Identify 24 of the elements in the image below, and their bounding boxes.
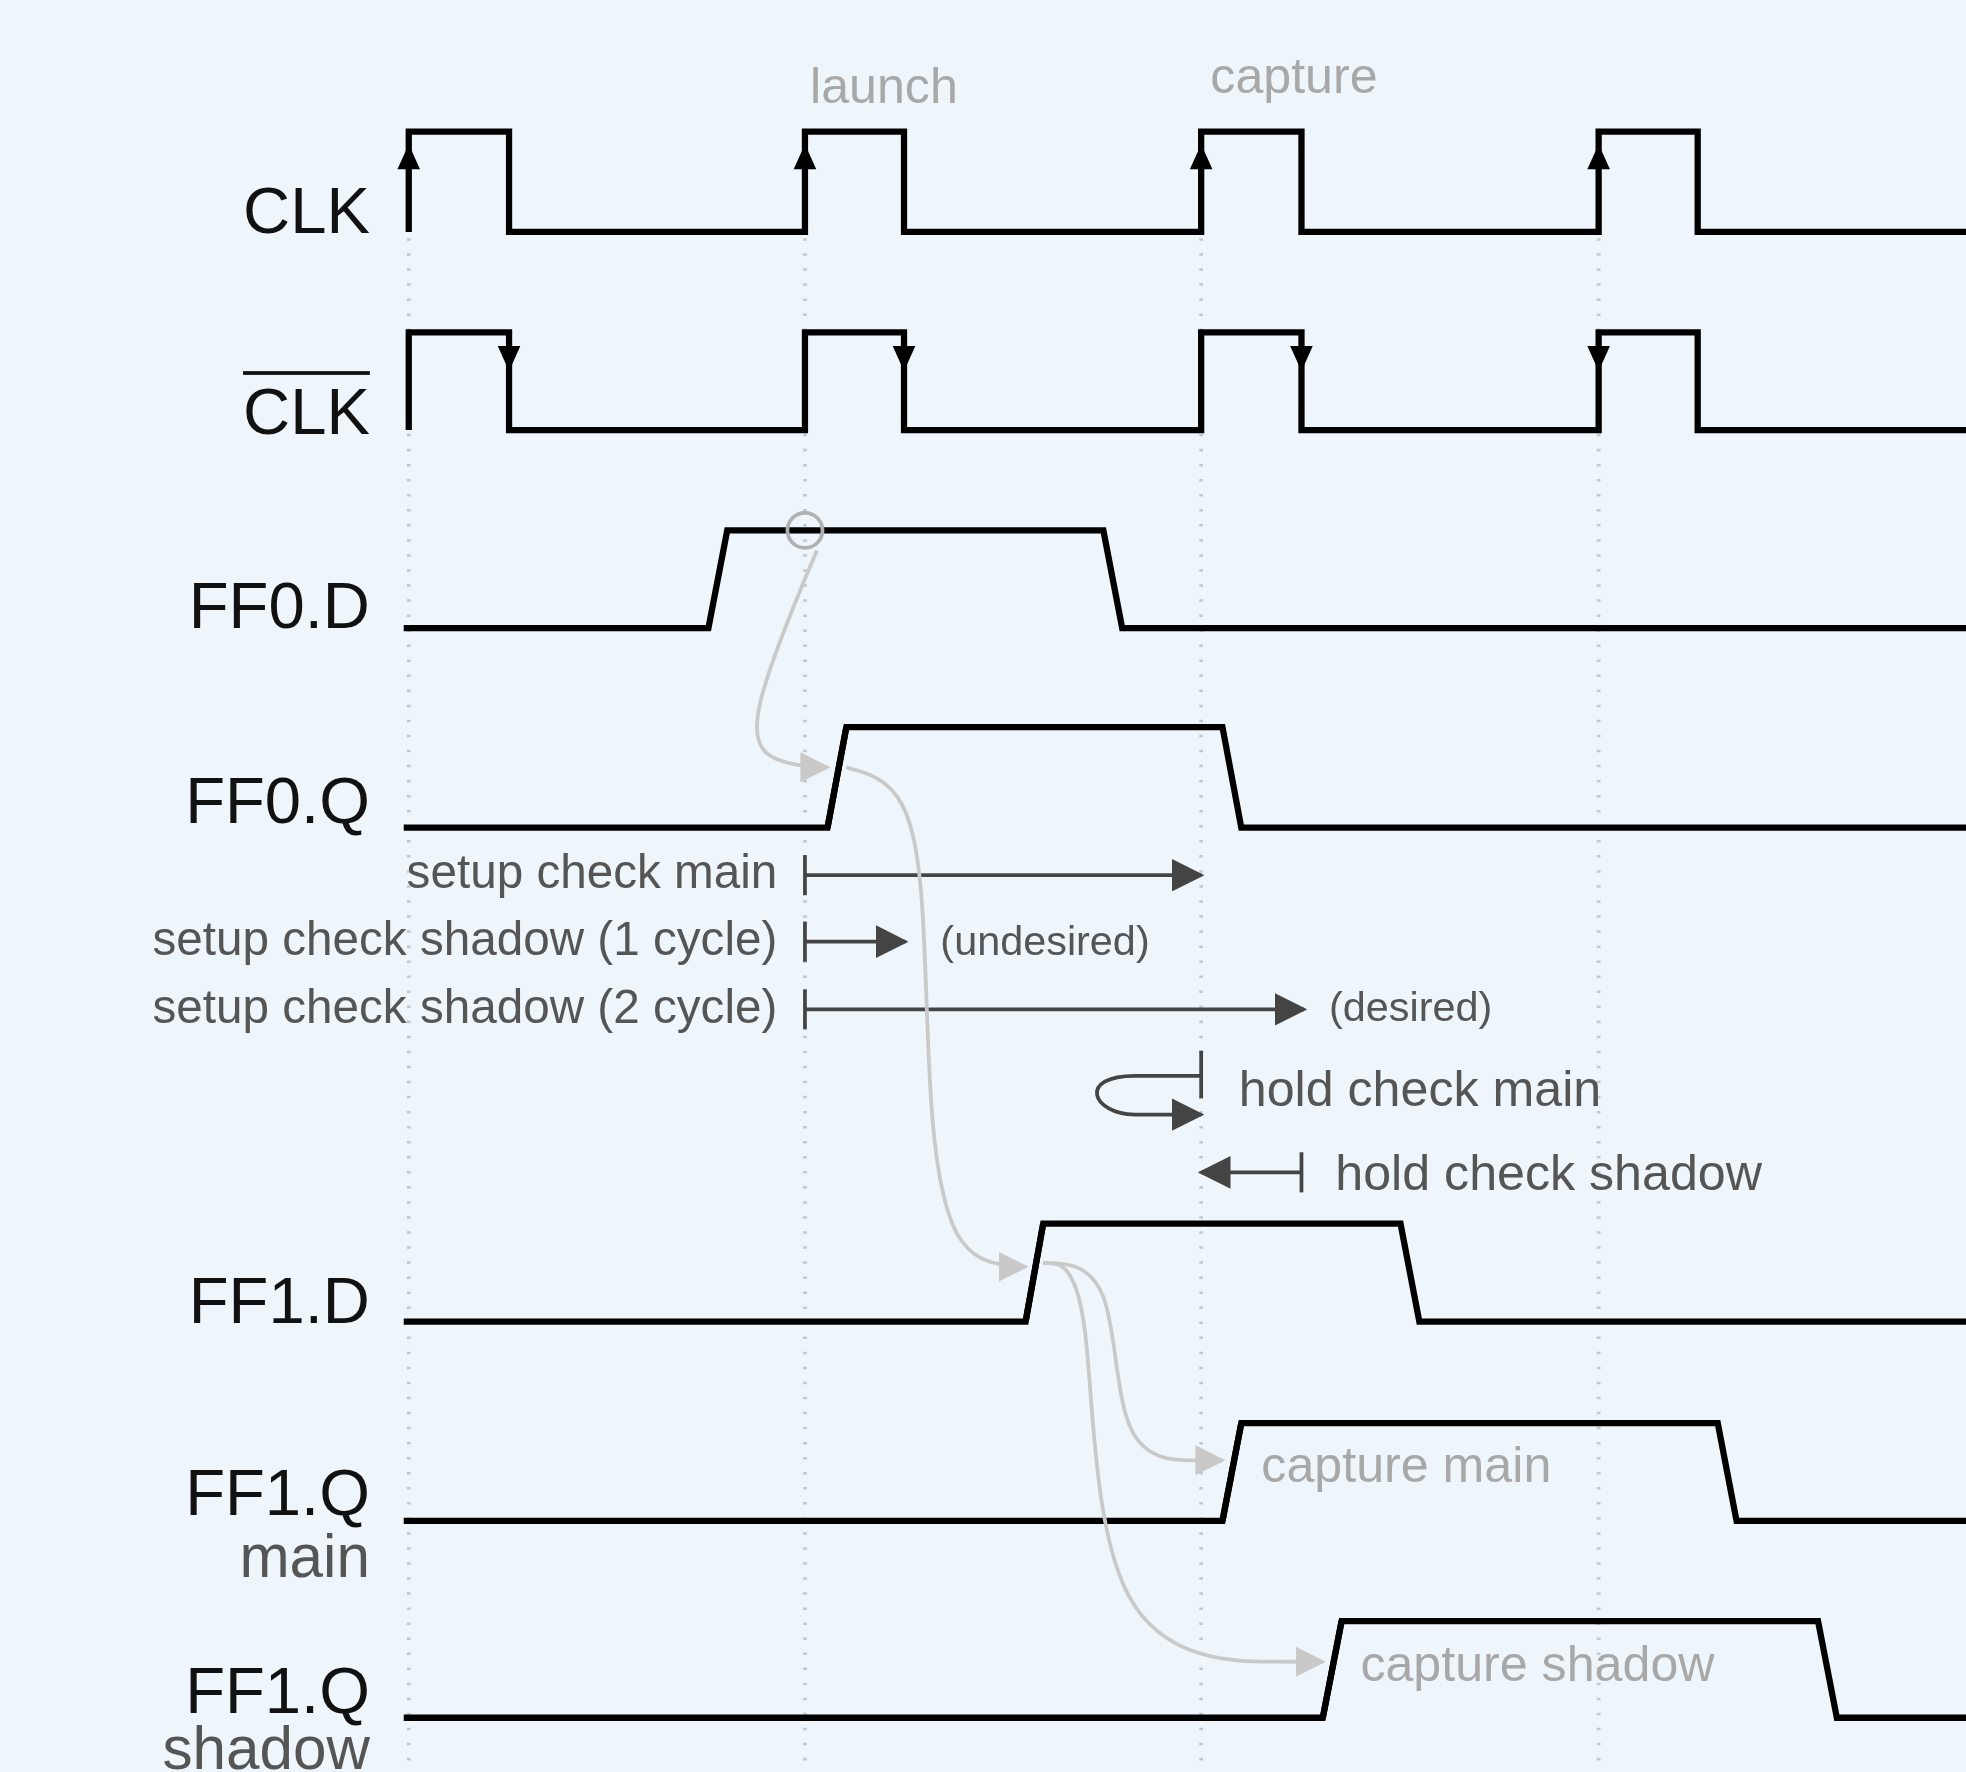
arrow [754, 549, 831, 783]
signal-subtitle: main [239, 1527, 370, 1588]
timing-note: (desired) [1329, 986, 1493, 1028]
signal-name: FF1.D [188, 1267, 370, 1333]
rising-edge [1222, 1423, 1242, 1521]
rising-edge [1025, 1223, 1044, 1322]
clock-edge-label: capture [1210, 50, 1378, 101]
capture-label: capture shadow [1360, 1638, 1715, 1689]
arrow [1043, 1261, 1326, 1677]
signal-name: CLK [243, 373, 370, 444]
capture-label: capture main [1261, 1439, 1552, 1490]
timing-check-label: hold check main [1238, 1063, 1602, 1114]
timing-check-label: setup check shadow (2 cycle) [152, 983, 778, 1031]
timing-check-label: setup check main [406, 847, 778, 896]
clock-edge-label: launch [810, 60, 958, 111]
marker-circle [784, 510, 825, 551]
rising-edge [827, 727, 847, 828]
signal-name: CLK [243, 178, 370, 244]
arrow [845, 765, 1029, 1282]
timing-note: (undesired) [940, 919, 1150, 962]
timing-check-label: hold check shadow [1335, 1147, 1762, 1198]
rising-edge [1322, 1621, 1342, 1718]
signal-name: FF0.D [188, 573, 370, 639]
timing-check-label: setup check shadow (1 cycle) [152, 915, 778, 963]
